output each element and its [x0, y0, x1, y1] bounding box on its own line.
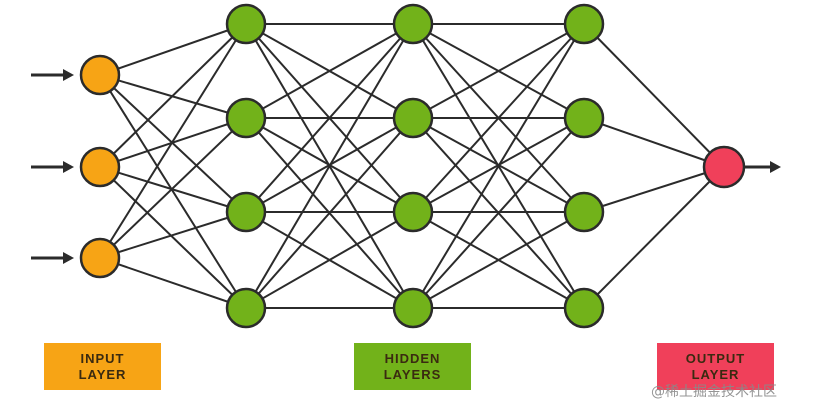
hidden-layers-label: HIDDEN LAYERS [354, 343, 471, 390]
connection-line [245, 211, 414, 309]
hidden-neuron [225, 191, 267, 233]
connection-line [99, 23, 247, 76]
connection-line [99, 74, 247, 309]
input-arrow-icon [31, 161, 74, 173]
watermark-text: @稀土掘金技术社区 [651, 384, 777, 400]
connection-line [412, 117, 585, 309]
connection-line [245, 117, 414, 309]
output-layer-label-line2: LAYER [691, 366, 740, 382]
input-layer-label-line1: INPUT [80, 350, 125, 366]
connection-line [583, 166, 725, 213]
hidden-neuron [392, 3, 434, 45]
hidden-layers-label-line2: LAYERS [383, 366, 442, 382]
output-layer-label-line1: OUTPUT [685, 350, 746, 366]
connection-line [99, 211, 247, 259]
connection-line [245, 23, 414, 309]
neurons [79, 3, 746, 329]
io-arrows [31, 69, 781, 264]
connection-line [99, 166, 247, 213]
output-neuron [702, 145, 746, 189]
input-neuron [79, 237, 121, 279]
connection-line [412, 23, 585, 119]
connection-line [412, 211, 585, 309]
input-layer-label-line2: LAYER [78, 366, 127, 382]
input-neuron [79, 54, 121, 96]
connection-line [245, 23, 414, 213]
input-layer-label: INPUT LAYER [44, 343, 161, 390]
connection-lines [99, 23, 725, 309]
connection-line [583, 117, 725, 168]
connection-line [99, 257, 247, 309]
connection-line [412, 23, 585, 213]
hidden-neuron [392, 97, 434, 139]
input-arrow-icon [31, 252, 74, 264]
connection-line [245, 23, 414, 119]
hidden-neuron [563, 191, 605, 233]
connection-line [99, 166, 247, 309]
hidden-neuron [392, 287, 434, 329]
connection-line [99, 23, 247, 259]
output-layer-label: OUTPUT LAYER [657, 343, 774, 390]
hidden-neuron [563, 287, 605, 329]
hidden-neuron [225, 3, 267, 45]
connection-line [99, 117, 247, 259]
connection-line [412, 23, 585, 309]
input-arrow-icon [31, 69, 74, 81]
hidden-layers-label-line1: HIDDEN [384, 350, 441, 366]
hidden-neuron [225, 287, 267, 329]
connection-line [583, 23, 725, 168]
connection-line [583, 166, 725, 309]
connection-line [99, 23, 247, 168]
hidden-neuron [392, 191, 434, 233]
hidden-neuron [225, 97, 267, 139]
hidden-neuron [563, 3, 605, 45]
hidden-neuron [563, 97, 605, 139]
input-neuron [79, 146, 121, 188]
output-arrow-icon [745, 161, 781, 173]
